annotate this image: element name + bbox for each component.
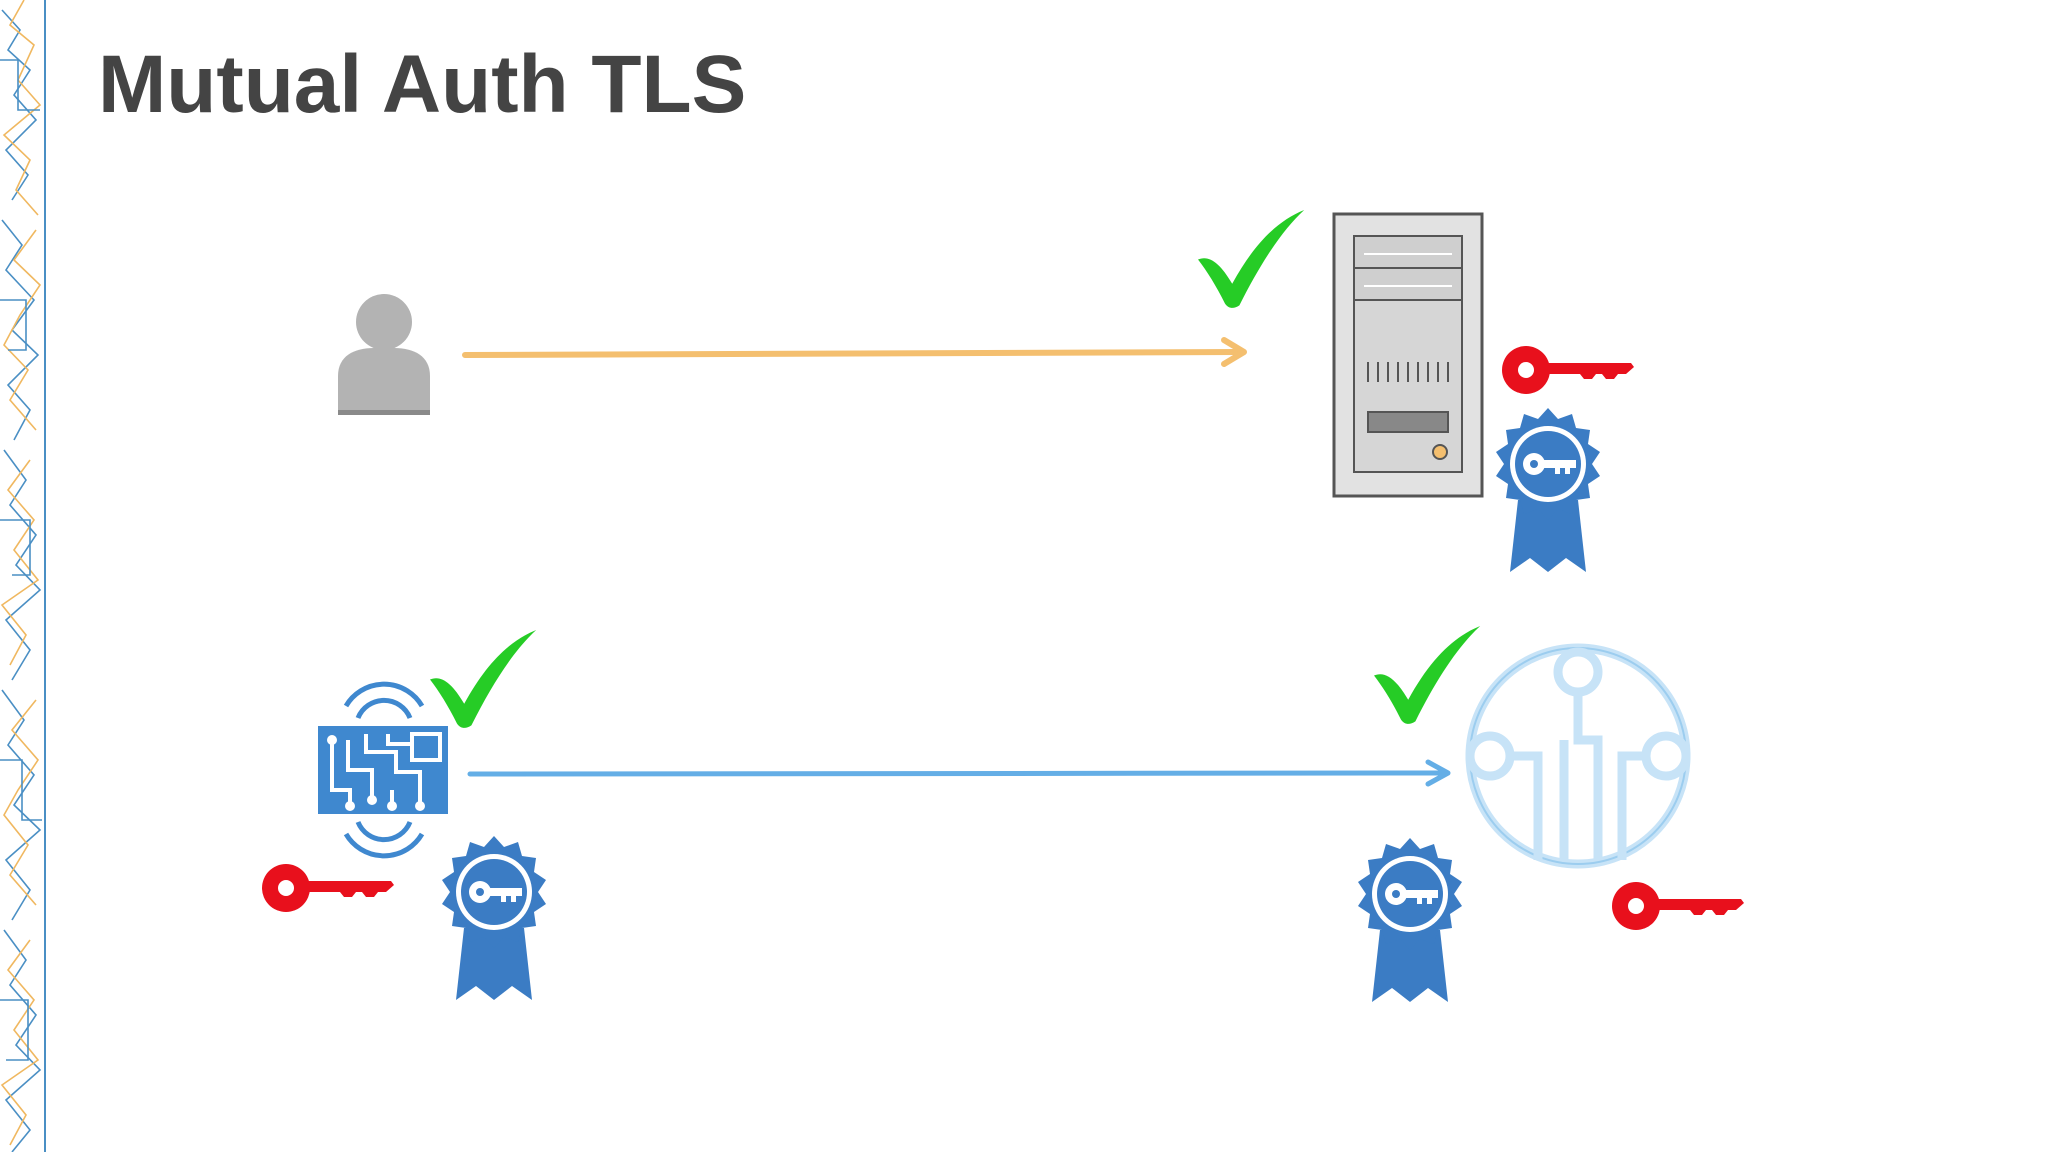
server-private-key-icon xyxy=(1502,346,1634,394)
arrow-user-to-server xyxy=(462,337,1247,367)
user-icon xyxy=(338,294,430,415)
device-private-key-icon xyxy=(262,864,394,912)
server-checkmark-icon xyxy=(1198,210,1305,308)
iot-device-icon xyxy=(318,681,448,859)
decorative-side-pattern xyxy=(0,0,46,1152)
slide-title: Mutual Auth TLS xyxy=(98,39,747,130)
cloud-certificate-icon xyxy=(1358,838,1462,1002)
cloud-private-key-icon xyxy=(1612,882,1744,930)
cloud-checkmark-icon xyxy=(1374,626,1481,724)
arrow-device-to-cloud xyxy=(467,759,1451,787)
device-certificate-icon xyxy=(442,836,546,1000)
iot-core-icon xyxy=(1465,643,1691,869)
side-pattern-lines xyxy=(0,0,42,1152)
device-checkmark-icon xyxy=(430,630,537,728)
server-icon xyxy=(1332,212,1484,498)
server-certificate-icon xyxy=(1496,408,1600,572)
side-pattern-border xyxy=(44,0,46,1152)
